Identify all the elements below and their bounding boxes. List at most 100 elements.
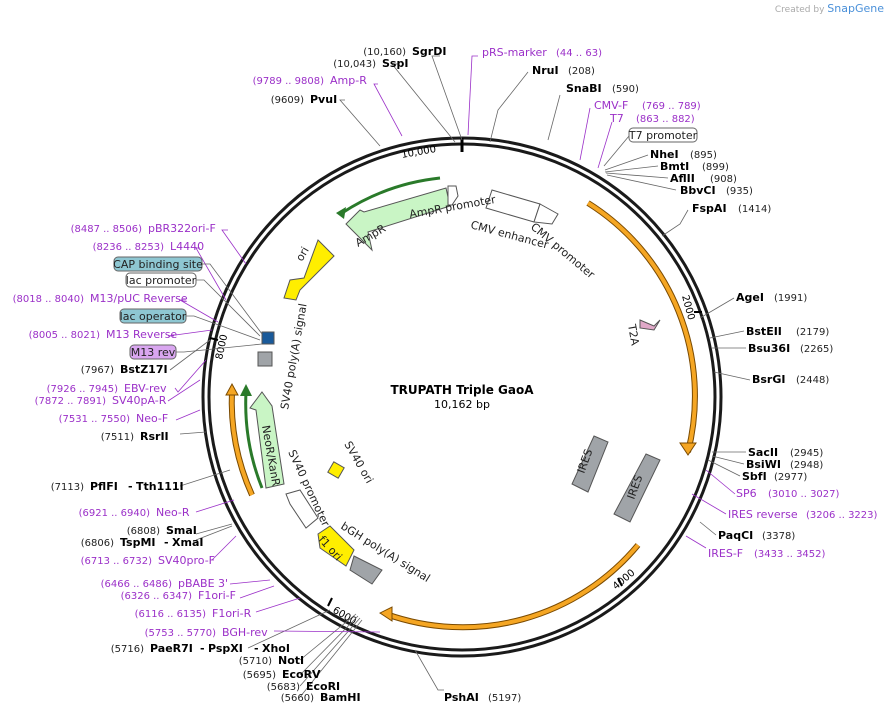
primer-sv40pro-f-pos: (6713 .. 6732) [81, 556, 153, 567]
site-pflfi-dash: - [128, 480, 133, 493]
site-ecori: EcoRI [306, 680, 340, 693]
tick-label-10000: 10,000 [401, 144, 437, 161]
site-tspmi-pos: (6806) [81, 538, 114, 549]
feature-label-t2a: T2A [625, 322, 642, 347]
primer-l4440: L4440 [170, 240, 204, 253]
orf-arrowhead-3 [225, 382, 239, 396]
site-pspxi: PspXI [208, 642, 243, 655]
site-bsiwi: BsiWI [746, 458, 781, 471]
feature-ori [283, 239, 335, 301]
primer-sv40pa-r-pos: (7872 .. 7891) [35, 396, 107, 407]
site-sbfi-pos: (2977) [774, 472, 807, 483]
site-smai: SmaI [166, 524, 197, 537]
feature-t2a [639, 319, 661, 331]
t7-promoter-box [628, 127, 698, 143]
cap-leader [202, 263, 263, 335]
feature-label-sv40-ori: SV40 ori [341, 439, 375, 486]
site-paqci-pos: (3378) [762, 531, 795, 542]
plasmid-title: TRUPATH Triple GaoA [390, 383, 534, 397]
feature-label-sv40-polya: SV40 poly(A) signal [278, 302, 309, 410]
primer-pbabe3: pBABE 3' [178, 577, 228, 590]
lac-operator-label: lac operator [120, 310, 187, 323]
lac-operator-leader [186, 315, 261, 341]
orf-arrowhead-1 [679, 442, 697, 456]
site-ecori-pos: (5683) [267, 682, 300, 693]
site-bsteii-pos: (2179) [796, 327, 829, 338]
site-pflfi: PflFI [90, 480, 118, 493]
site-nrui-pos: (208) [568, 66, 595, 77]
site-bsu36i-pos: (2265) [800, 344, 833, 355]
feature-sv40-promoter [285, 489, 319, 529]
site-sacii: SacII [748, 446, 778, 459]
site-aflii: AflII [670, 172, 695, 185]
primer-f1ori-r: F1ori-R [212, 607, 252, 620]
site-bbvci: BbvCI [680, 184, 716, 197]
site-aflii-pos: (908) [710, 174, 737, 185]
primer-neo-f: Neo-F [136, 412, 168, 425]
site-agei: AgeI [736, 291, 764, 304]
site-bamhi: BamHI [320, 691, 361, 704]
site-bsrgi: BsrGI [752, 373, 785, 386]
primer-neo-f-pos: (7531 .. 7550) [59, 414, 131, 425]
site-bsteii: BstEII [746, 325, 782, 338]
site-labels-left: (10,160) SgrDI (10,043) SspI (9609) PvuI… [51, 45, 447, 704]
lac-promoter-label: lac promoter [126, 274, 197, 287]
site-noti-pos: (5710) [239, 656, 272, 667]
feature-ires-2 [613, 453, 661, 523]
primer-t7: T7 [609, 112, 624, 125]
site-sgrdi: SgrDI [412, 45, 446, 58]
site-pvui: PvuI [310, 93, 337, 106]
site-fspai: FspAI [692, 202, 727, 215]
orf-arc-3 [229, 389, 254, 496]
primer-sv40pro-f: SV40pro-F [158, 554, 215, 567]
tick-label-8000: 8000 [214, 333, 230, 360]
primer-neo-r-pos: (6921 .. 6940) [79, 508, 151, 519]
primer-m13-reverse-pos: (8005 .. 8021) [29, 330, 101, 341]
brand-product: SnapGene [827, 2, 884, 15]
snapgene-brand: Created by SnapGene [775, 2, 884, 15]
site-bmti-pos: (899) [702, 162, 729, 173]
primer-labels-right: pRS-marker (44 .. 63) CMV-F (769 .. 789)… [482, 46, 878, 560]
site-nrui: NruI [532, 64, 559, 77]
m13-rev-label: M13 rev [131, 346, 176, 359]
tick-8000 [209, 337, 219, 341]
primer-leaders [167, 55, 736, 633]
primer-cmv-f: CMV-F [594, 99, 628, 112]
feature-m13-marker [261, 331, 275, 345]
m13-rev-leader [176, 343, 263, 353]
site-bsu36i: Bsu36I [748, 342, 790, 355]
t7-promoter-label: T7 promoter [628, 129, 698, 142]
primer-sv40pa-r: SV40pA-R [112, 394, 167, 407]
site-smai-pos: (6808) [127, 526, 160, 537]
feature-label-ori: ori [293, 245, 311, 264]
neo-orf-arc [244, 391, 264, 489]
orf-arrowhead-2 [379, 606, 393, 622]
site-nhei: NheI [650, 148, 679, 161]
primer-ebv-rev-pos: (7926 .. 7945) [47, 384, 119, 395]
site-bstz17i-pos: (7967) [81, 365, 114, 376]
primer-cmv-f-pos: (769 .. 789) [642, 101, 701, 112]
primer-m13-puc-reverse-pos: (8018 .. 8040) [13, 294, 85, 305]
site-sspi-pos: (10,043) [333, 59, 376, 70]
site-bsiwi-pos: (2948) [790, 460, 823, 471]
primer-amp-r-pos: (9789 .. 9808) [253, 76, 325, 87]
primer-ires-reverse-pos: (3206 .. 3223) [806, 510, 878, 521]
site-tspmi-dash: - [164, 536, 169, 549]
primer-bgh-rev-pos: (5753 .. 5770) [145, 628, 217, 639]
boxed-labels-left: CAP binding site lac promoter lac operat… [113, 256, 263, 360]
site-rsrii: RsrII [140, 430, 169, 443]
primer-sp6: SP6 [736, 487, 757, 500]
orf-arc-1 [586, 201, 697, 453]
site-xmai: XmaI [172, 536, 203, 549]
site-pshai-pos: (5197) [488, 693, 521, 704]
site-bstz17i: BstZ17I [120, 363, 168, 376]
site-paer7i-pos: (5716) [111, 644, 144, 655]
primer-ires-reverse: IRES reverse [728, 508, 798, 521]
primer-neo-r: Neo-R [156, 506, 190, 519]
site-paqci: PaqCI [718, 529, 753, 542]
primer-labels-left: (9789 .. 9808) Amp-R (8487 .. 8506) pBR3… [13, 74, 368, 639]
primer-f1ori-r-pos: (6116 .. 6135) [135, 609, 207, 620]
primer-ebv-rev: EBV-rev [124, 382, 167, 395]
primer-prs-marker-pos: (44 .. 63) [556, 48, 602, 59]
tick-4000 [617, 577, 623, 587]
